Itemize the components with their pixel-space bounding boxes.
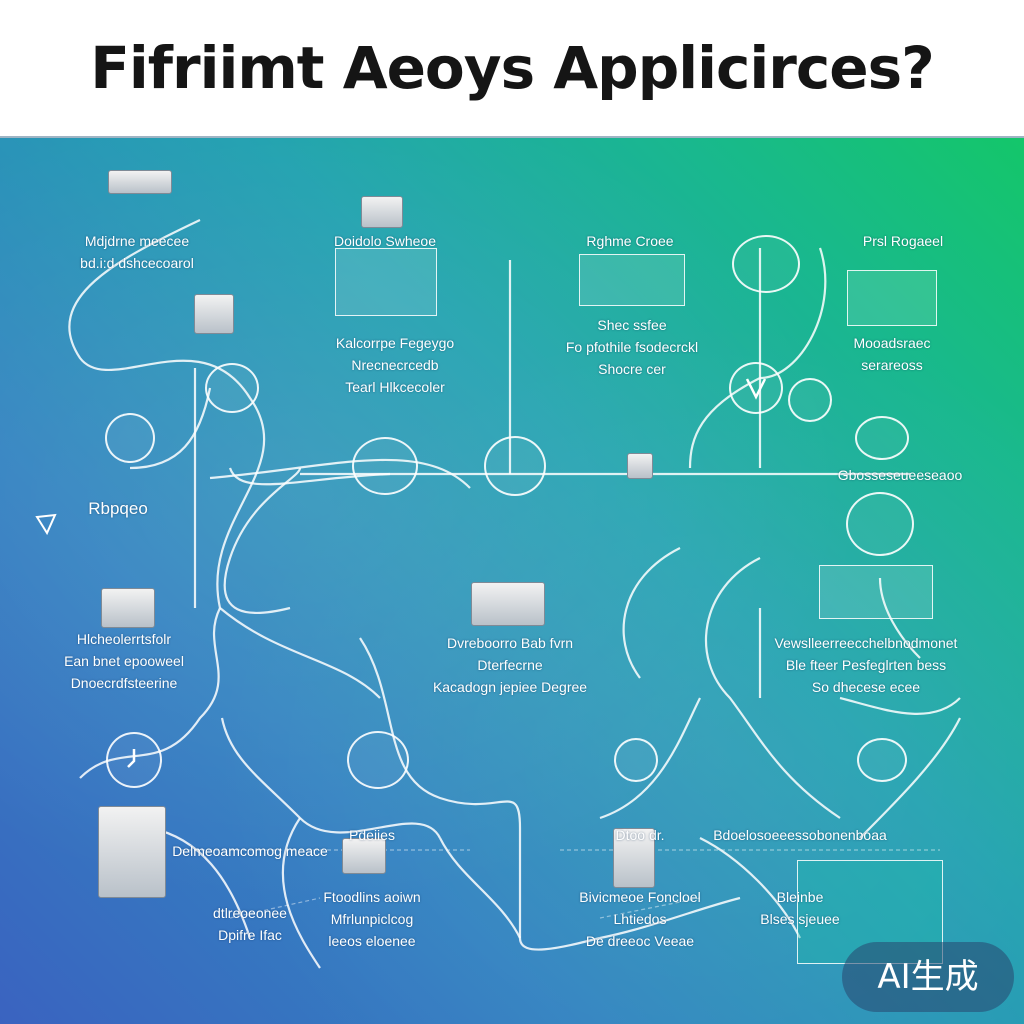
node-ring-1[interactable]: [105, 413, 155, 463]
toaster-icon: [342, 838, 386, 874]
router-icon: [361, 196, 403, 228]
node-ring-9[interactable]: [846, 492, 914, 556]
node-ring-8[interactable]: [855, 416, 909, 460]
check-icon: [745, 378, 767, 400]
title-bar: Fifriimt Aeoys Applicirces?: [0, 0, 1024, 138]
node-ring-12[interactable]: [857, 738, 907, 782]
sensor-icon: [627, 453, 653, 479]
monitor-icon: [847, 270, 937, 326]
blueprint-icon: [335, 248, 437, 316]
page-title: Fifriimt Aeoys Applicirces?: [90, 34, 934, 102]
dishwasher-icon: [613, 828, 655, 888]
node-ring-4[interactable]: [484, 436, 546, 496]
node-ring-6[interactable]: [729, 362, 783, 414]
node-ring-3[interactable]: [352, 437, 418, 495]
server-rack-icon: [819, 565, 933, 619]
drafting-board-icon: [579, 254, 685, 306]
node-label-2: Doidolo Swheoe: [334, 233, 436, 249]
node-ring-10[interactable]: [347, 731, 409, 789]
cursor-icon: [35, 513, 57, 535]
node-ring-2[interactable]: [205, 363, 259, 413]
node-label-4: Prsl Rogaeel: [862, 233, 944, 249]
ai-generated-badge: AI生成: [842, 942, 1014, 1012]
node-ring-11[interactable]: [614, 738, 658, 782]
node-ring-7[interactable]: [788, 378, 832, 422]
printer-icon: [108, 170, 172, 194]
camera-icon: [194, 294, 234, 334]
node-label-9: Gbosseseueeseaoo: [837, 467, 963, 483]
washing-machine-icon: [471, 582, 545, 626]
oven-icon: [101, 588, 155, 628]
clock-icon: [127, 749, 136, 768]
fridge-icon: [98, 806, 166, 898]
node-ring-5[interactable]: [732, 235, 800, 293]
node-label-8: Rbpqeo: [88, 499, 148, 518]
node-label-3: Rghme Croee: [586, 233, 674, 249]
